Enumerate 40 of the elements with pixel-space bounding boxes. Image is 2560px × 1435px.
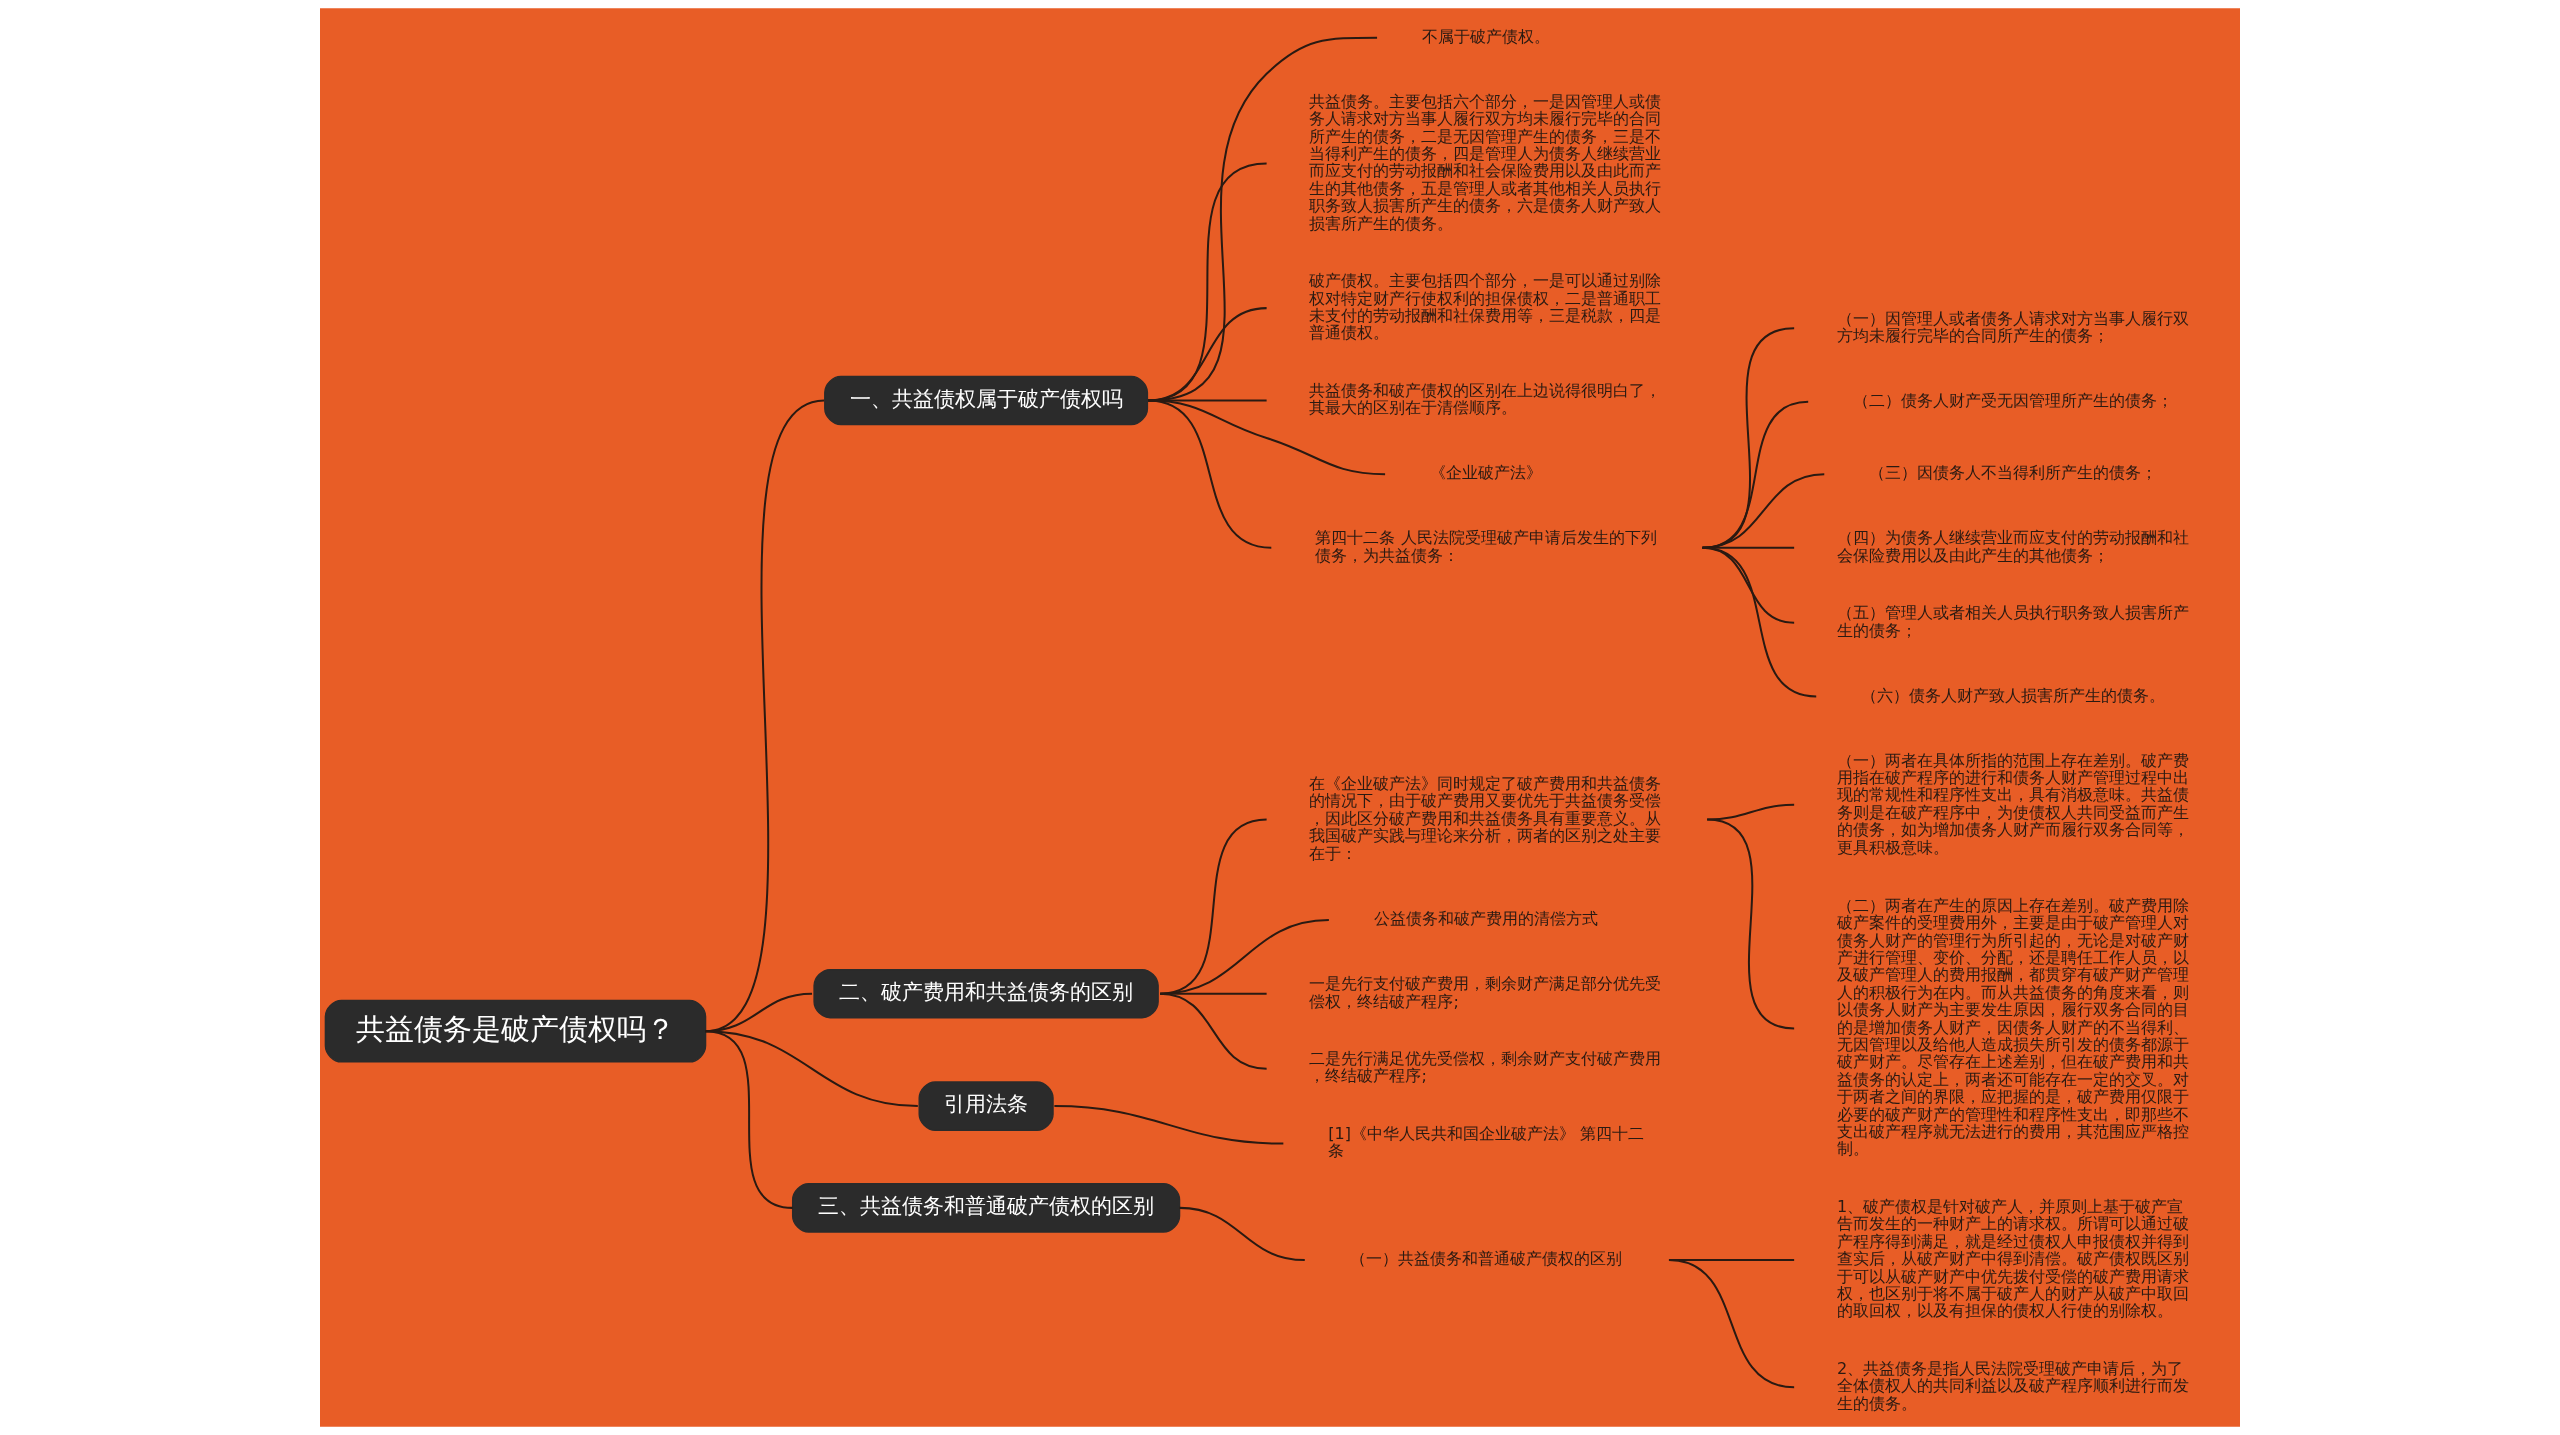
node-text: （二）两者在产生的原因上存在差别。破产费用除破产案件的受理费用外，主要是由于破产管理人对债务人财产的管理行为所引起的，无论是对破产财产进行管理、变价、分配，还是聘任工作人员，以及破产管理人的费用报酬，都贯穿有破产财产管理人的积极行为在内。而从共益债务的角度来看，则以债务人财产为主要发生原因，履行双务合同的目的是增加债务人财产，因债务人财产的不当得利、无因管理以及给他人造成损失所引发的债务都源于破产财产。尽管存在上述差别，但在破产费用和共益债务的认定上，两者还可能存在一定的交叉。对于两者之间的界限，应把握的是，破产费用仅限于必要的破产财产的管理性和程序性支出，即那些不支出破产程序就无法进行的费用，其范围应严格控制。	[1836, 895, 2189, 1159]
connector	[1148, 307, 1267, 402]
node-box: 一、共益债权属于破产债权吗	[824, 375, 1149, 426]
node-text: 《企业破产法》	[1429, 463, 1542, 483]
node-text: 二是先行满足优先受偿权，剩余财产支付破产费用，终结破产程序;	[1309, 1049, 1662, 1086]
node-text: 破产债权。主要包括四个部分，一是可以通过别除权对特定财产行使权利的担保债权，二是普通职工未支付的劳动报酬和社保费用等，三是税款，四是普通债权。	[1309, 271, 1662, 343]
connector	[1054, 1105, 1284, 1145]
connector	[705, 1030, 793, 1209]
node-text: （四）为债务人继续营业而应支付的劳动报酬和社会保险费用以及由此产生的其他债务；	[1836, 528, 2189, 565]
node-text: （三）因债务人不当得利所产生的债务；	[1869, 463, 2158, 483]
connector	[1668, 1259, 1795, 1389]
connector	[1179, 1206, 1305, 1262]
node-text: 在《企业破产法》同时规定了破产费用和共益债务的情况下，由于破产费用又要优先于共益债务受偿，因此区分破产费用和共益债务具有重要意义。从我国破产实践与理论来分析，两者的区别之处主要在于：	[1309, 773, 1662, 863]
node-text: 第四十二条 人民法院受理破产申请后发生的下列债务，为共益债务：	[1315, 528, 1657, 565]
node-text: （一）因管理人或者债务人请求对方当事人履行双方均未履行完毕的合同所产生的债务；	[1836, 308, 2189, 346]
node-text: （一）共益债务和普通破产债权的区别	[1349, 1249, 1622, 1269]
node-text: 一是先行支付破产费用，剩余财产满足部分优先受偿权，终结破产程序;	[1309, 974, 1662, 1011]
node-text: 共益债务和破产债权的区别在上边说得很明白了，其最大的区别在于清偿顺序。	[1309, 380, 1662, 418]
connector	[1148, 36, 1378, 402]
connector	[1702, 546, 1817, 698]
connector	[1707, 803, 1795, 821]
node-text: 公益债务和破产费用的清偿方式	[1373, 909, 1598, 929]
node-text: 不属于破产债权。	[1421, 26, 1550, 46]
node-box: 共益债务是破产债权吗？	[324, 999, 707, 1063]
node-box: 三、共益债务和普通破产债权的区别	[791, 1183, 1181, 1233]
node-text: 2、共益债务是指人民法院受理破产申请后，为了全体债权人的共同利益以及破产程序顺利进行而发生的债务。	[1836, 1359, 2189, 1413]
connector	[1160, 992, 1267, 1070]
node-text: [1]《中华人民共和国企业破产法》 第四十二条	[1328, 1124, 1645, 1161]
connector	[1160, 919, 1329, 995]
node-text: 1、破产债权是针对破产人，并原则上基于破产宣告而发生的一种财产上的请求权。所谓可以通过破产程序得到满足，就是经过债权人申报债权并得到查实后，从破产财产中得到清偿。破产债权既区别于可以从破产财产中优先拨付受偿的破产费用请求权，也区别于将不属于破产人的财产从破产中取回的取回权，以及有担保的债权人行使的别除权。	[1836, 1197, 2189, 1321]
node-text: 共益债务。主要包括六个部分，一是因管理人或债务人请求对方当事人履行双方均未履行完毕的合同所产生的债务，二是无因管理产生的债务，三是不当得利产生的债务，四是管理人为债务人继续营业而应支付的劳动报酬和社会保险费用以及由此而产生的其他债务，五是管理人或者其他相关人员执行职务致人损害所产生的债务，六是债务人财产致人损害所产生的债务。	[1309, 91, 1662, 233]
connector	[1706, 818, 1795, 1030]
node-text: （五）管理人或者相关人员执行职务致人损害所产生的债务；	[1836, 603, 2189, 640]
node-text: （一）两者在具体所指的范围上存在差别。破产费用指在破产程序的进行和债务人财产管理过程中出现的常规性和程序性支出，具有消极意味。共益债务则是在破产程序中，为使债权人共同受益而产生的债务，如为增加债务人财产而履行双务合同等，更具积极意味。	[1836, 750, 2189, 857]
node-text: （二）债务人财产受无因管理所产生的债务；	[1853, 391, 2174, 410]
node-text: （六）债务人财产致人损害所产生的债务。	[1861, 685, 2166, 705]
node-box: 二、破产费用和共益债务的区别	[813, 968, 1159, 1019]
node-box: 引用法条	[918, 1081, 1054, 1131]
connector	[1147, 162, 1267, 402]
connector	[1147, 399, 1272, 549]
